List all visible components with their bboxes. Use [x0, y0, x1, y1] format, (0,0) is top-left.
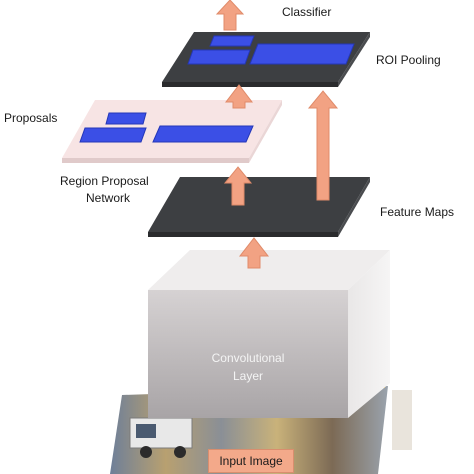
arrow-classifier-output	[215, 0, 245, 31]
roi-pooling-layer	[162, 32, 370, 87]
feature-maps-layer	[148, 177, 370, 237]
roi-box	[209, 35, 255, 47]
roi-pooling-label: ROI Pooling	[376, 53, 441, 67]
arrow-features-to-proposals	[223, 166, 253, 206]
rpn-label-line2: Network	[86, 191, 131, 205]
rpn-label-line1: Region Proposal	[60, 174, 149, 188]
arrow-features-to-roi	[307, 90, 339, 201]
arrow-proposals-to-roi	[224, 84, 254, 109]
proposal-box	[79, 127, 147, 143]
roi-box	[249, 43, 355, 65]
feature-maps-label: Feature Maps	[380, 205, 455, 219]
convolutional-layer	[148, 250, 390, 418]
proposals-label: Proposals	[4, 111, 58, 125]
proposal-box	[105, 112, 147, 125]
proposal-box	[152, 125, 254, 143]
conv-label-line1: Convolutional	[211, 351, 285, 365]
roi-box	[187, 49, 251, 65]
conv-label-line2: Layer	[232, 369, 264, 383]
classifier-label: Classifier	[282, 5, 332, 19]
proposals-layer	[62, 100, 282, 163]
arrow-conv-to-features	[238, 237, 270, 269]
input-image-label: Input Image	[208, 449, 294, 473]
